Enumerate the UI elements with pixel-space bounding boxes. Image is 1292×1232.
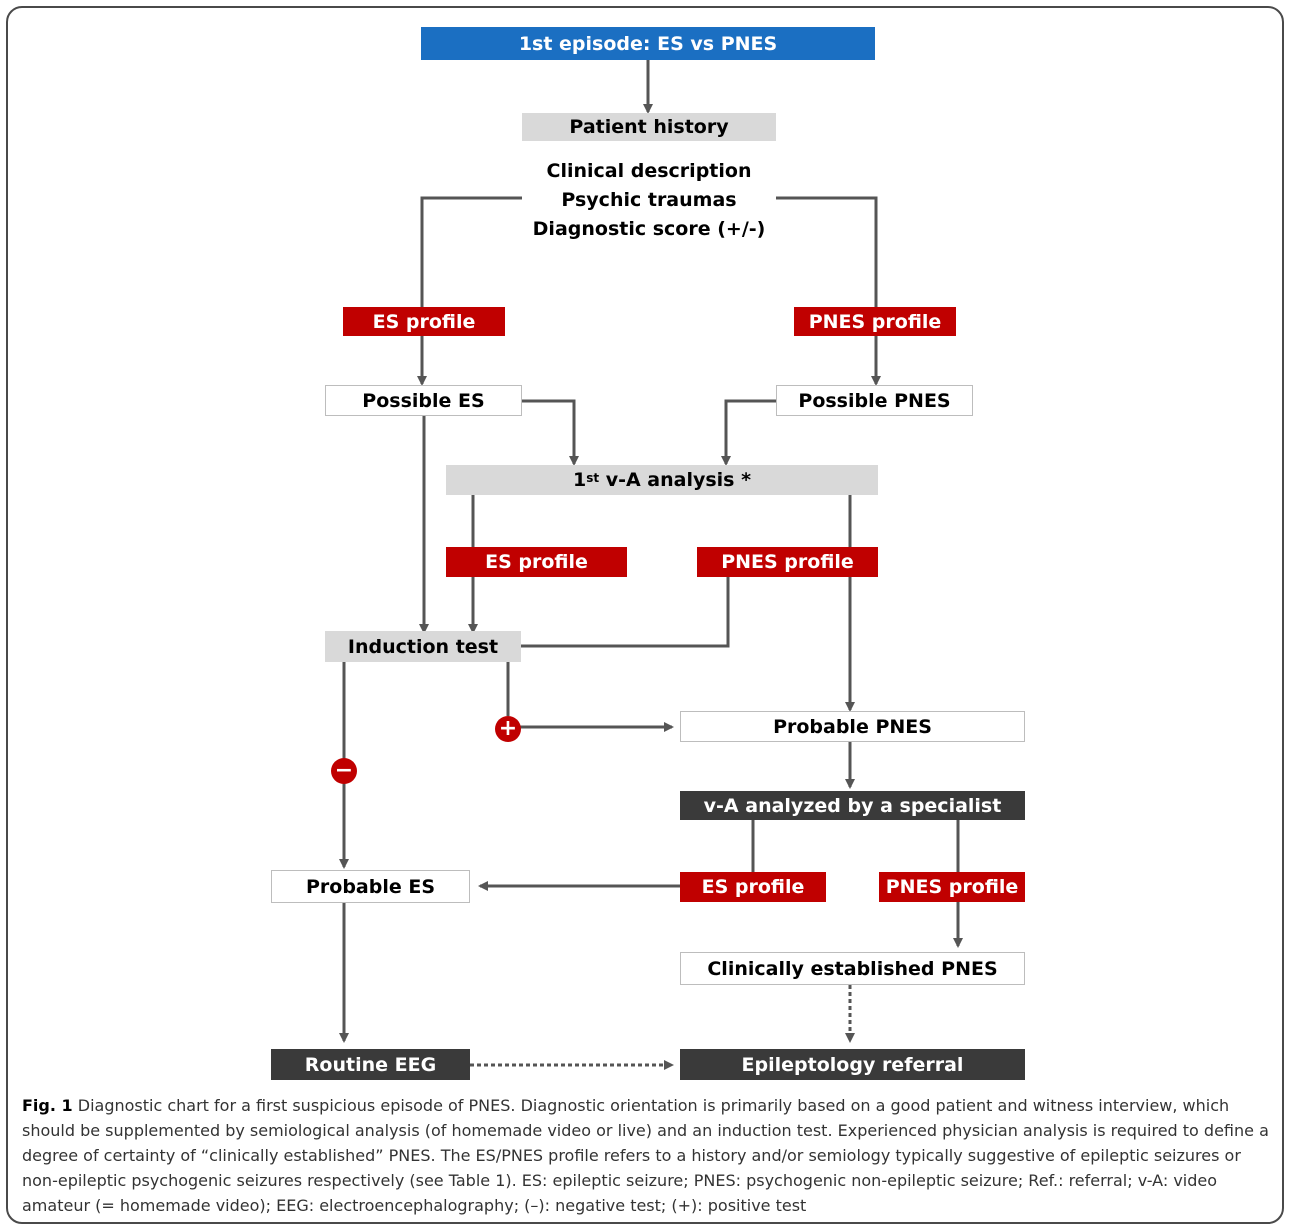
- arrow-possible-es-to-va: [522, 399, 579, 466]
- history-item-psychic-traumas: Psychic traumas: [561, 188, 737, 211]
- node-possible-pnes: Possible PNES: [776, 385, 973, 416]
- va-analysis-prefix: 1: [572, 469, 587, 491]
- node-es-profile-va: ES profile: [446, 547, 627, 577]
- node-routine-eeg: Routine EEG: [271, 1049, 470, 1080]
- connector-history-right: [776, 196, 878, 307]
- node-first-episode: 1st episode: ES vs PNES: [421, 27, 875, 60]
- plus-icon: +: [495, 716, 521, 742]
- node-possible-es: Possible ES: [325, 385, 522, 416]
- node-probable-pnes: Probable PNES: [680, 711, 1025, 742]
- caption-label: Fig. 1: [22, 1096, 73, 1115]
- va-analysis-superscript: st: [586, 471, 600, 485]
- node-probable-es: Probable ES: [271, 870, 470, 903]
- history-item-clinical-description: Clinical description: [546, 159, 752, 182]
- node-patient-history: Patient history: [522, 113, 776, 141]
- node-epileptology-referral: Epileptology referral: [680, 1049, 1025, 1080]
- node-history-items: Clinical description Psychic traumas Dia…: [522, 152, 776, 248]
- node-pnes-profile-va: PNES profile: [697, 547, 878, 577]
- figure-frame: [6, 6, 1284, 1224]
- node-es-profile-history: ES profile: [343, 307, 505, 336]
- arrow-va-pnes-to-induction: [508, 577, 730, 651]
- caption-text: Diagnostic chart for a first suspicious …: [22, 1096, 1269, 1215]
- figure-caption: Fig. 1 Diagnostic chart for a first susp…: [22, 1093, 1272, 1218]
- va-analysis-suffix: v-A analysis *: [599, 469, 752, 491]
- arrow-possible-pnes-to-va: [721, 399, 776, 466]
- node-es-profile-specialist: ES profile: [680, 872, 826, 902]
- node-pnes-profile-specialist: PNES profile: [879, 872, 1025, 902]
- node-pnes-profile-history: PNES profile: [794, 307, 956, 336]
- history-item-diagnostic-score: Diagnostic score (+/-): [532, 217, 766, 240]
- minus-icon: −: [331, 758, 357, 784]
- connector-history-left: [420, 196, 522, 307]
- node-induction-test: Induction test: [325, 631, 521, 662]
- node-va-specialist: v-A analyzed by a specialist: [680, 791, 1025, 820]
- node-clinically-established-pnes: Clinically established PNES: [680, 952, 1025, 985]
